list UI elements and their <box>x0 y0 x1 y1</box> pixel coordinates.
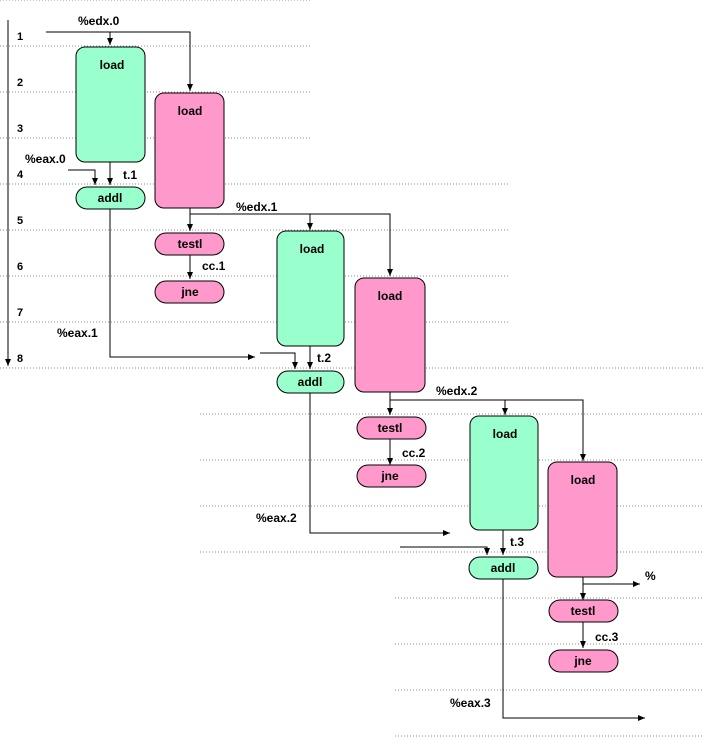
register-label: % <box>645 569 656 583</box>
addl-op-box <box>75 186 146 210</box>
addl-op-box <box>468 556 539 580</box>
cycle-number-label: 2 <box>17 77 23 89</box>
condition-code-label: cc.1 <box>202 259 226 273</box>
jne-op-label: jne <box>180 285 199 299</box>
register-label: %edx.2 <box>436 384 478 398</box>
register-label: %eax.1 <box>57 326 98 340</box>
condition-code-label: cc.2 <box>402 446 426 460</box>
load-op-label: load <box>378 289 403 303</box>
testl-op-label: testl <box>378 421 403 435</box>
jne-op-box <box>356 464 427 488</box>
jne-op-label: jne <box>380 469 399 483</box>
time-axis: 1 2 3 4 5 6 7 8 <box>5 20 24 366</box>
load-op-label: load <box>300 242 325 256</box>
addl-op-label: addl <box>491 561 516 575</box>
load-op-label: load <box>100 58 125 72</box>
jne-op-box <box>548 649 619 673</box>
register-label: %eax.3 <box>450 696 491 710</box>
testl-op-box <box>548 599 619 623</box>
cycle-number-label: 1 <box>17 31 23 43</box>
jne-op-label: jne <box>573 654 592 668</box>
load-op-box <box>547 461 618 578</box>
load-op-label: load <box>571 473 596 487</box>
cycle-number-label: 3 <box>17 123 23 135</box>
iteration-2: load load addl testl jne t.2 %edx.2 cc.2… <box>256 230 586 555</box>
register-label: %edx.0 <box>78 14 120 28</box>
testl-op-box <box>356 416 427 440</box>
cycle-number-label: 4 <box>17 169 24 181</box>
load-op-label: load <box>178 104 203 118</box>
register-label: %eax.0 <box>25 152 66 166</box>
addl-op-label: addl <box>98 191 123 205</box>
temp-label: t.2 <box>317 351 331 365</box>
iteration-3: load load addl testl jne t.3 % cc.3 %eax… <box>450 415 656 721</box>
testl-op-box <box>154 232 225 256</box>
cycle-number-label: 5 <box>17 215 23 227</box>
load-op-box <box>276 230 345 347</box>
load-op-box <box>75 46 146 163</box>
register-label: %edx.1 <box>236 200 278 214</box>
condition-code-label: cc.3 <box>595 630 619 644</box>
addl-op-box <box>276 370 345 394</box>
temp-label: t.1 <box>123 168 137 182</box>
cycle-number-label: 8 <box>17 353 23 365</box>
addl-op-label: addl <box>298 375 323 389</box>
cycle-number-label: 7 <box>17 307 23 319</box>
register-label: %eax.2 <box>256 511 297 525</box>
testl-op-label: testl <box>178 237 203 251</box>
load-op-box <box>354 277 426 393</box>
testl-op-label: testl <box>571 604 596 618</box>
load-op-box <box>469 415 539 531</box>
iteration-1: load load addl testl jne %edx.0 %eax.0 t… <box>25 14 393 369</box>
load-op-label: load <box>493 427 518 441</box>
temp-label: t.3 <box>510 535 524 549</box>
jne-op-box <box>154 280 225 304</box>
cycle-number-label: 6 <box>17 261 23 273</box>
load-op-box <box>154 92 225 209</box>
